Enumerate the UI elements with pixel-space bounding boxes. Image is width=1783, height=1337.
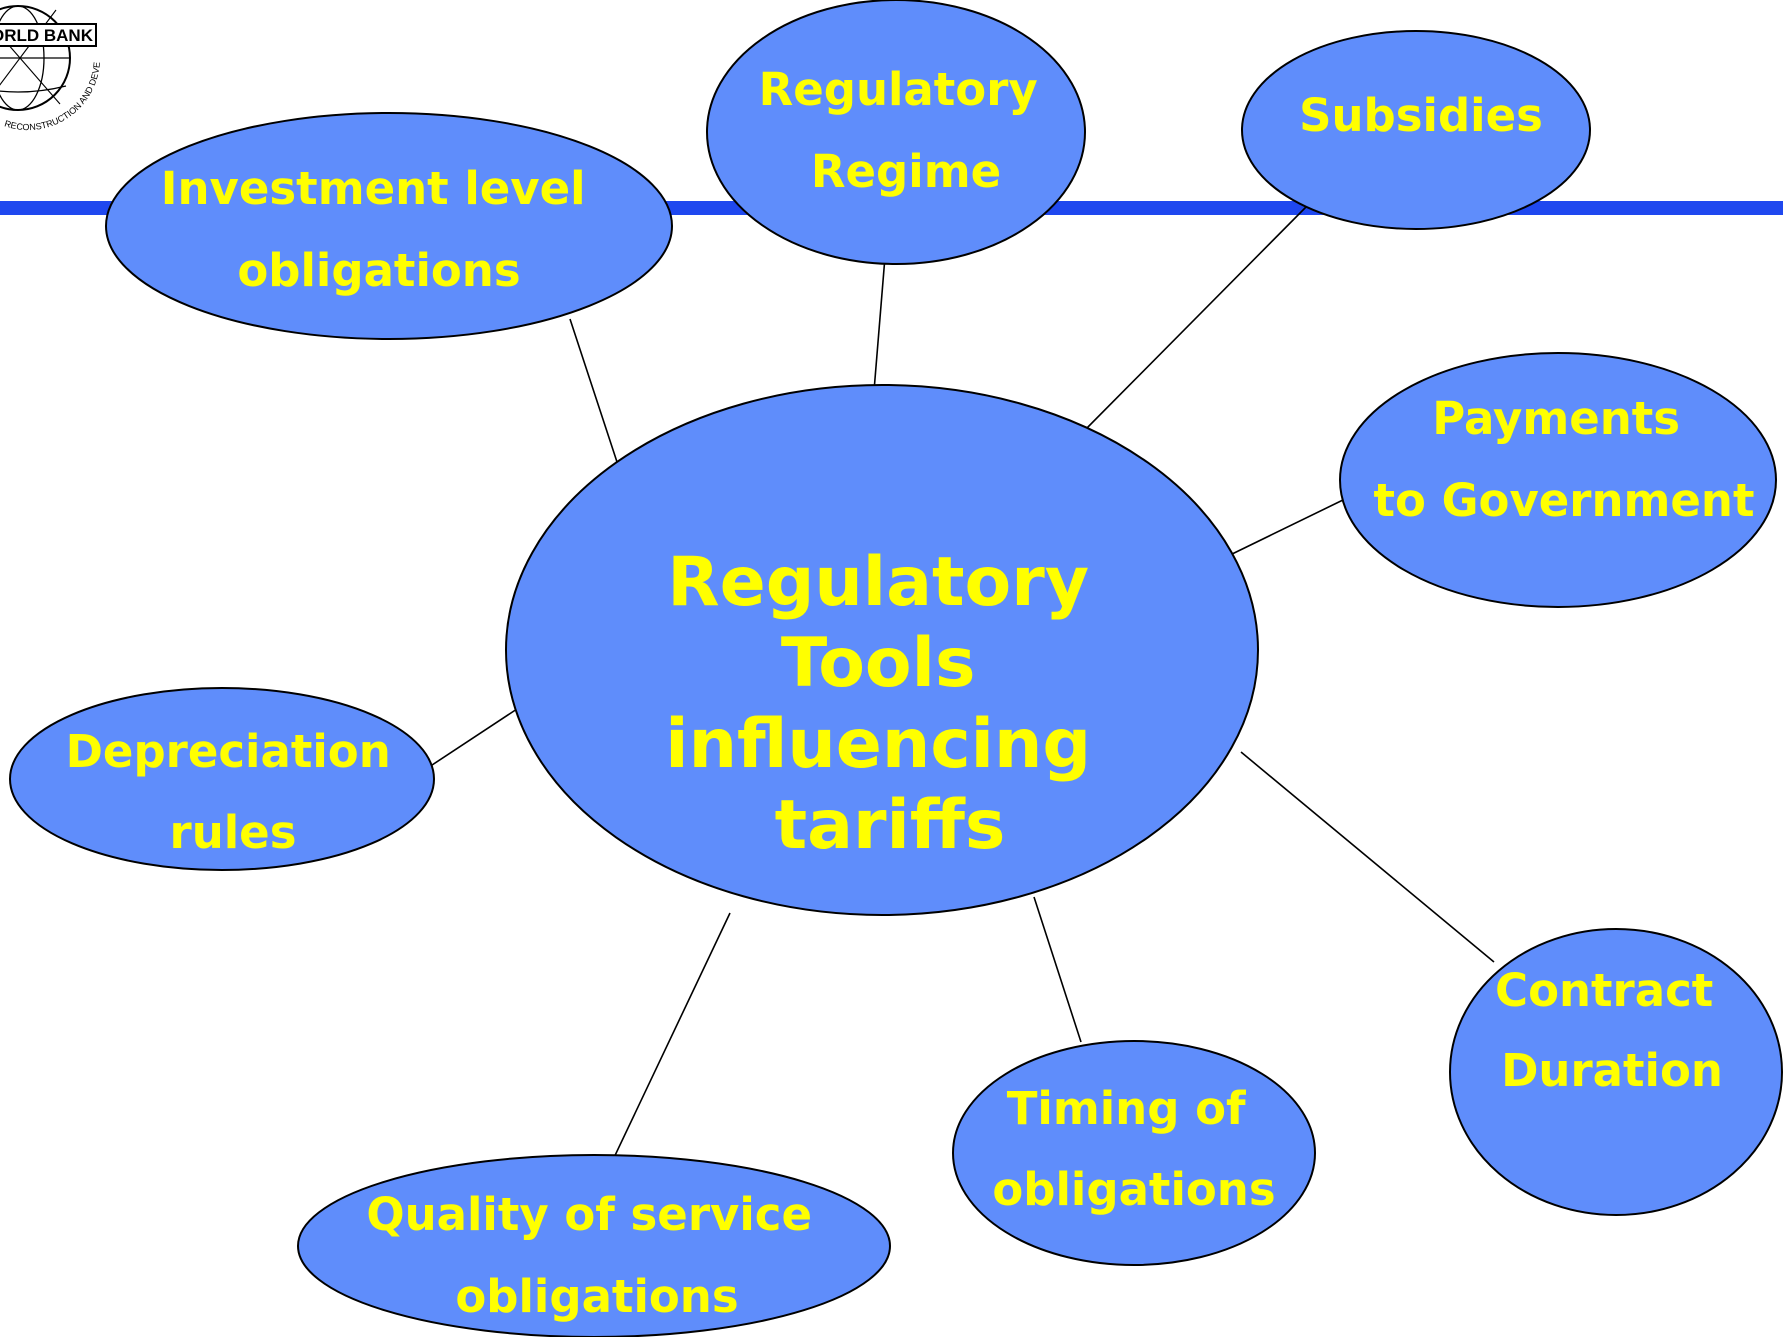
connectors <box>425 206 1495 1186</box>
node-depreciation-rules: Depreciation rules <box>9 687 435 871</box>
center-ellipse <box>505 384 1259 916</box>
node-label: Regulatory Regime <box>759 63 1054 198</box>
node-payments-to-government: Payments to Government <box>1339 352 1777 608</box>
node-label: Contract Duration <box>1495 964 1729 1097</box>
connector-depreciation-rules <box>425 704 524 770</box>
center-node: Regulatory Tools influencing tariffs <box>505 384 1259 916</box>
connector-contract-duration <box>1240 751 1495 963</box>
logo-arc-text: RECONSTRUCTION AND DEVELOPMENT <box>0 0 102 132</box>
node-ellipse <box>1241 30 1591 230</box>
node-label: Subsidies <box>1299 89 1543 142</box>
node-ellipse <box>952 1040 1316 1266</box>
center-label: Regulatory Tools influencing tariffs <box>665 543 1114 865</box>
connector-timing-of-obligations <box>1033 896 1082 1043</box>
node-subsidies: Subsidies <box>1241 30 1591 230</box>
connector-quality-of-service-obligations <box>600 912 731 1186</box>
node-ellipse <box>706 0 1086 265</box>
node-contract-duration: Contract Duration <box>1449 928 1783 1216</box>
node-ellipse <box>1339 352 1777 608</box>
connector-payments-to-government <box>1227 498 1346 557</box>
node-quality-of-service-obligations: Quality of service obligations <box>297 1154 891 1337</box>
node-ellipse <box>9 687 435 871</box>
center-label-line: influencing <box>665 705 1091 784</box>
center-label-line: Regulatory <box>667 543 1089 622</box>
node-regulatory-regime: Regulatory Regime <box>706 0 1086 265</box>
world-bank-logo: WORLD BANK RECONSTRUCTION AND DEVELOPMEN… <box>0 0 102 132</box>
node-label: Depreciation rules <box>66 725 407 859</box>
connector-subsidies <box>1082 206 1307 433</box>
logo-label-box <box>0 23 97 47</box>
node-ellipse <box>105 112 673 340</box>
node-label: Quality of service obligations <box>366 1188 827 1323</box>
logo-label: WORLD BANK <box>0 26 94 45</box>
node-label: Investment level obligations <box>161 162 601 297</box>
node-label: Timing of obligations <box>992 1082 1275 1216</box>
center-label-line: tariffs <box>775 786 1006 865</box>
globe-icon <box>0 5 71 111</box>
center-label-line: Tools <box>781 624 976 703</box>
connector-investment-level-obligations <box>569 318 619 466</box>
node-ellipse <box>297 1154 891 1337</box>
node-ellipse <box>1449 928 1783 1216</box>
node-timing-of-obligations: Timing of obligations <box>952 1040 1316 1266</box>
node-investment-level-obligations: Investment level obligations <box>105 112 673 340</box>
node-label: Payments to Government <box>1374 392 1755 527</box>
